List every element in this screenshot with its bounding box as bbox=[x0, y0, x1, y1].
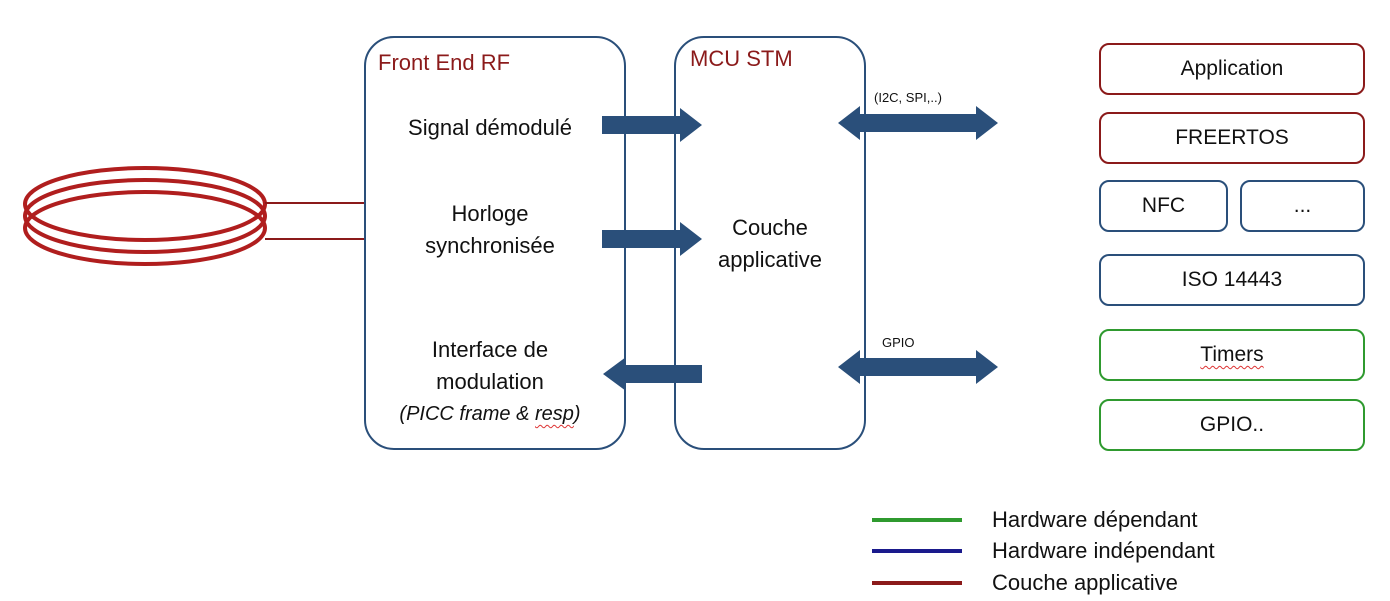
horloge-label: Horloge synchronisée bbox=[370, 198, 610, 262]
gpio-link-label: GPIO bbox=[882, 335, 915, 350]
legend-line-hw-dependent bbox=[872, 518, 962, 522]
legend-label-app-layer: Couche applicative bbox=[992, 570, 1178, 595]
interface-line-2: modulation bbox=[436, 369, 544, 394]
stack-timers: Timers bbox=[1099, 329, 1365, 381]
stack-iso14443: ISO 14443 bbox=[1099, 254, 1365, 306]
arrow-i2c-bidirectional bbox=[838, 106, 998, 140]
horloge-line-1: Horloge bbox=[451, 201, 529, 226]
legend-line-hw-independent bbox=[872, 549, 962, 553]
stack-nfc: NFC bbox=[1099, 180, 1228, 232]
stack-application: Application bbox=[1099, 43, 1365, 95]
front-end-rf-panel bbox=[364, 36, 626, 450]
horloge-line-2: synchronisée bbox=[425, 233, 555, 258]
legend-label-hw-independent: Hardware indépendant bbox=[992, 538, 1215, 563]
interface-line-3: (PICC frame & resp) bbox=[399, 403, 581, 425]
couche-line-1: Couche bbox=[732, 215, 808, 240]
i2c-spi-label: (I2C, SPI,..) bbox=[874, 90, 942, 105]
stack-freertos: FREERTOS bbox=[1099, 112, 1365, 164]
arrow-gpio-bidirectional bbox=[838, 350, 998, 384]
arrow-signal-right bbox=[602, 108, 702, 142]
stack-dots: ... bbox=[1240, 180, 1365, 232]
stack-timers-label: Timers bbox=[1200, 343, 1264, 366]
front-end-rf-title: Front End RF bbox=[378, 50, 511, 75]
couche-applicative-label: Couche applicative bbox=[676, 212, 864, 276]
interface-modulation-label: Interface de modulation (PICC frame & re… bbox=[370, 334, 610, 430]
stack-gpio: GPIO.. bbox=[1099, 399, 1365, 451]
mcu-stm-title: MCU STM bbox=[690, 46, 793, 71]
legend-label-hw-dependent: Hardware dépendant bbox=[992, 507, 1198, 532]
arrow-modulation-left bbox=[603, 357, 702, 391]
interface-line-1: Interface de bbox=[431, 337, 549, 362]
arrow-horloge-right bbox=[602, 222, 702, 256]
antenna-coil-icon bbox=[23, 166, 365, 266]
signal-demodule-label: Signal démodulé bbox=[408, 115, 572, 140]
couche-line-2: applicative bbox=[718, 247, 822, 272]
mcu-stm-panel bbox=[674, 36, 866, 450]
legend-line-app-layer bbox=[872, 581, 962, 585]
